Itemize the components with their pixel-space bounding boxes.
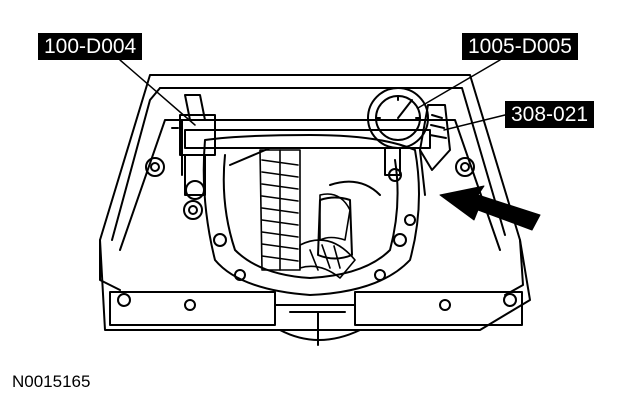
leader-lines — [119, 59, 506, 131]
ring-gear — [259, 149, 301, 271]
housing-outline — [99, 74, 531, 331]
callout-indicator-adapter: 308-021 — [505, 101, 595, 128]
flange-plates — [109, 291, 523, 346]
pinion-gears — [299, 193, 356, 279]
figure-id: N0015165 — [12, 372, 91, 391]
carrier-housing — [202, 134, 420, 296]
adapter-drawing — [419, 104, 451, 196]
callout-dial-indicator: 1005-D005 — [462, 33, 578, 60]
bolt-heads — [145, 157, 475, 281]
dial-indicator-drawing — [367, 87, 429, 176]
bearing-cap — [317, 180, 381, 260]
tool-bar — [184, 129, 431, 166]
clamp-post — [171, 94, 216, 200]
callout-tool-bracket: 100-D004 — [38, 33, 143, 60]
pointer-arrow — [439, 185, 541, 231]
